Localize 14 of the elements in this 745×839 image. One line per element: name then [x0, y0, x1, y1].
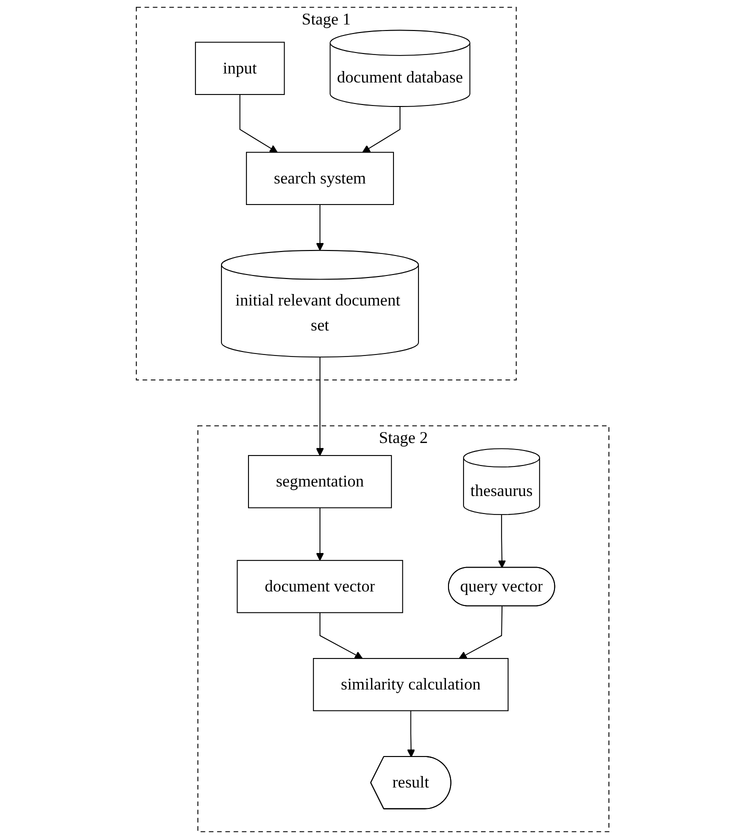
arrow: [316, 204, 324, 251]
node-box: search system: [246, 152, 394, 205]
node-box: segmentation: [248, 455, 392, 508]
arrow: [362, 106, 400, 153]
arrow: [319, 612, 363, 659]
node-box: similarity calculation: [312, 658, 508, 712]
arrow: [406, 710, 415, 758]
arrow: [316, 356, 324, 456]
node-box: input: [194, 42, 285, 95]
arrow: [316, 507, 324, 561]
arrow: [458, 606, 502, 659]
arrow: [239, 94, 278, 153]
node-box: document vector: [236, 560, 403, 614]
arrow: [498, 514, 506, 568]
